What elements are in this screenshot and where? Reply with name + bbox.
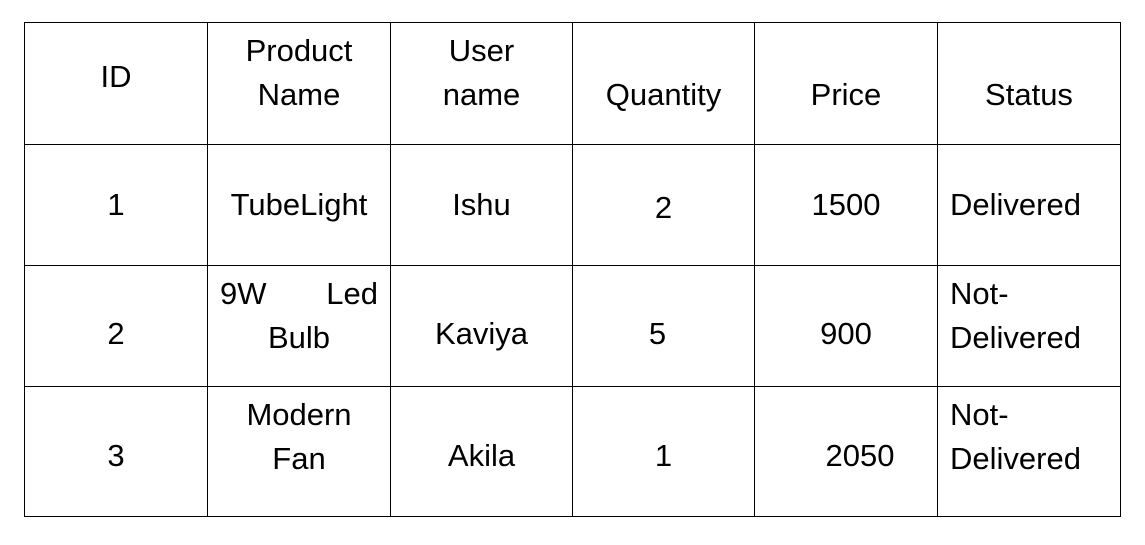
- cell-status-line2: Delivered: [950, 441, 1081, 476]
- cell-id: 1: [24, 144, 208, 266]
- header-price: Price: [754, 22, 938, 145]
- cell-quantity: 1: [572, 386, 755, 517]
- table-row: 2 9W Led Bulb Kaviya 5 900 Not- Delivere…: [24, 265, 1121, 387]
- cell-product-name: Modern Fan: [207, 386, 391, 517]
- header-price-label: Price: [810, 77, 882, 112]
- cell-id-value: 3: [107, 437, 125, 473]
- orders-table: ID Product Name User name Quantity Price…: [24, 22, 1121, 517]
- cell-product-name-line1: Modern: [246, 397, 352, 432]
- cell-price-value: 900: [820, 316, 872, 351]
- header-user-name-line2: name: [442, 77, 521, 112]
- cell-status: Not- Delivered: [937, 265, 1121, 387]
- cell-product-name: TubeLight: [207, 144, 391, 266]
- cell-user-name: Akila: [390, 386, 573, 517]
- cell-price-value: 1500: [811, 187, 881, 222]
- cell-user-name-value: Akila: [447, 437, 516, 473]
- cell-status-value: Delivered: [950, 187, 1081, 222]
- header-id: ID: [24, 22, 208, 145]
- cell-status-line2: Delivered: [950, 320, 1081, 355]
- cell-price: 2050: [754, 386, 938, 517]
- header-product-name: Product Name: [207, 22, 391, 145]
- cell-quantity-value: 5: [648, 316, 667, 351]
- header-status-label: Status: [985, 77, 1073, 112]
- header-quantity: Quantity: [572, 22, 755, 145]
- cell-quantity: 2: [572, 144, 755, 266]
- header-product-name-line1: Product: [245, 33, 353, 68]
- header-user-name-line1: User: [448, 33, 515, 68]
- cell-price: 1500: [754, 144, 938, 266]
- cell-status-line1: Not-: [950, 276, 1009, 311]
- cell-user-name-value: Kaviya: [434, 316, 529, 351]
- cell-id: 3: [24, 386, 208, 517]
- cell-user-name: Ishu: [390, 144, 573, 266]
- cell-price: 900: [754, 265, 938, 387]
- header-status: Status: [937, 22, 1121, 145]
- cell-product-name-line2: Fan: [272, 441, 326, 476]
- cell-quantity-value: 1: [654, 437, 673, 473]
- cell-status-line1: Not-: [950, 397, 1009, 432]
- table-header-row: ID Product Name User name Quantity Price…: [24, 22, 1121, 145]
- table-row: 3 Modern Fan Akila 1 2050 Not- Delivered: [24, 386, 1121, 517]
- header-user-name: User name: [390, 22, 573, 145]
- header-quantity-label: Quantity: [605, 77, 722, 112]
- cell-user-name-value: Ishu: [452, 187, 511, 222]
- cell-product-name: 9W Led Bulb: [207, 265, 391, 387]
- cell-id: 2: [24, 265, 208, 387]
- cell-id-value: 1: [107, 187, 125, 222]
- cell-id-value: 2: [107, 316, 125, 351]
- cell-status: Delivered: [937, 144, 1121, 266]
- cell-price-value: 2050: [825, 437, 895, 473]
- cell-product-name-value: TubeLight: [230, 187, 368, 222]
- header-product-name-line2: Name: [257, 77, 341, 112]
- cell-quantity-value: 2: [654, 190, 673, 225]
- table-row: 1 TubeLight Ishu 2 1500 Delivered: [24, 144, 1121, 266]
- cell-product-name-line1: 9W Led: [220, 276, 378, 311]
- cell-status: Not- Delivered: [937, 386, 1121, 517]
- header-id-label: ID: [100, 59, 132, 94]
- cell-product-name-line2: Bulb: [267, 320, 331, 355]
- cell-user-name: Kaviya: [390, 265, 573, 387]
- cell-quantity: 5: [572, 265, 755, 387]
